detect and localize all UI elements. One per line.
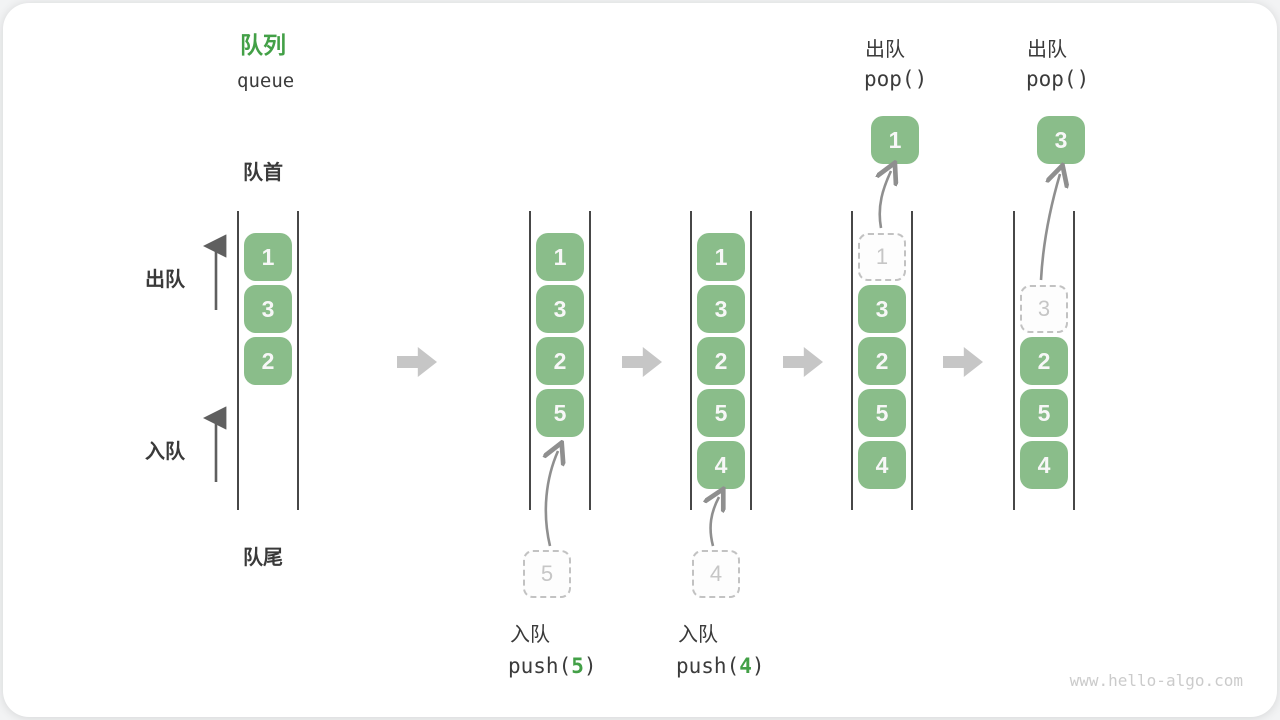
code-pre: pop( — [864, 67, 915, 91]
queue-cell: 1 — [697, 233, 745, 281]
op-code-push-5: push(5) — [508, 654, 597, 678]
code-post: ) — [1076, 67, 1090, 91]
code-pre: push( — [508, 654, 572, 678]
op-label-enqueue-1: 入队 — [510, 624, 550, 646]
title-en: queue — [237, 70, 295, 92]
queue-cell: 4 — [858, 441, 906, 489]
popped-element: 1 — [871, 116, 919, 164]
queue-cell: 1 — [536, 233, 584, 281]
op-code-pop-2: pop() — [1026, 67, 1089, 91]
queue-cell: 3 — [244, 285, 292, 333]
code-post: ) — [914, 67, 928, 91]
removed-slot: 3 — [1020, 285, 1068, 333]
queue-rail-1 — [237, 211, 299, 510]
op-code-push-4: push(4) — [676, 654, 765, 678]
code-arg: 4 — [739, 654, 752, 678]
queue-rail-3 — [690, 211, 752, 510]
queue-cell: 1 — [244, 233, 292, 281]
op-label-dequeue-2: 出队 — [1027, 39, 1067, 61]
queue-cell: 5 — [697, 389, 745, 437]
queue-rail-4 — [851, 211, 913, 510]
queue-cell: 3 — [536, 285, 584, 333]
watermark: www.hello-algo.com — [1069, 671, 1243, 690]
op-label-dequeue-1: 出队 — [865, 39, 905, 61]
code-post: ) — [751, 654, 765, 678]
queue-cell: 5 — [536, 389, 584, 437]
incoming-element: 4 — [692, 550, 740, 598]
queue-cell: 2 — [1020, 337, 1068, 385]
code-arg: 5 — [571, 654, 584, 678]
queue-cell: 2 — [697, 337, 745, 385]
queue-rail-2 — [529, 211, 591, 510]
title-zh: 队列 — [240, 32, 286, 58]
queue-cell: 5 — [1020, 389, 1068, 437]
queue-cell: 2 — [244, 337, 292, 385]
label-enqueue-side: 入队 — [145, 441, 185, 463]
popped-element: 3 — [1037, 116, 1085, 164]
queue-cell: 2 — [858, 337, 906, 385]
code-pre: pop( — [1026, 67, 1077, 91]
label-queue-rear: 队尾 — [243, 547, 283, 569]
op-code-pop-1: pop() — [864, 67, 927, 91]
op-label-enqueue-2: 入队 — [678, 624, 718, 646]
code-post: ) — [583, 654, 597, 678]
label-dequeue-side: 出队 — [145, 269, 185, 291]
code-pre: push( — [676, 654, 740, 678]
queue-cell: 2 — [536, 337, 584, 385]
queue-cell: 4 — [697, 441, 745, 489]
removed-slot: 1 — [858, 233, 906, 281]
label-queue-front: 队首 — [243, 162, 283, 184]
incoming-element: 5 — [523, 550, 571, 598]
queue-cell: 3 — [858, 285, 906, 333]
queue-cell: 5 — [858, 389, 906, 437]
queue-cell: 4 — [1020, 441, 1068, 489]
queue-rail-5 — [1013, 211, 1075, 510]
queue-cell: 3 — [697, 285, 745, 333]
